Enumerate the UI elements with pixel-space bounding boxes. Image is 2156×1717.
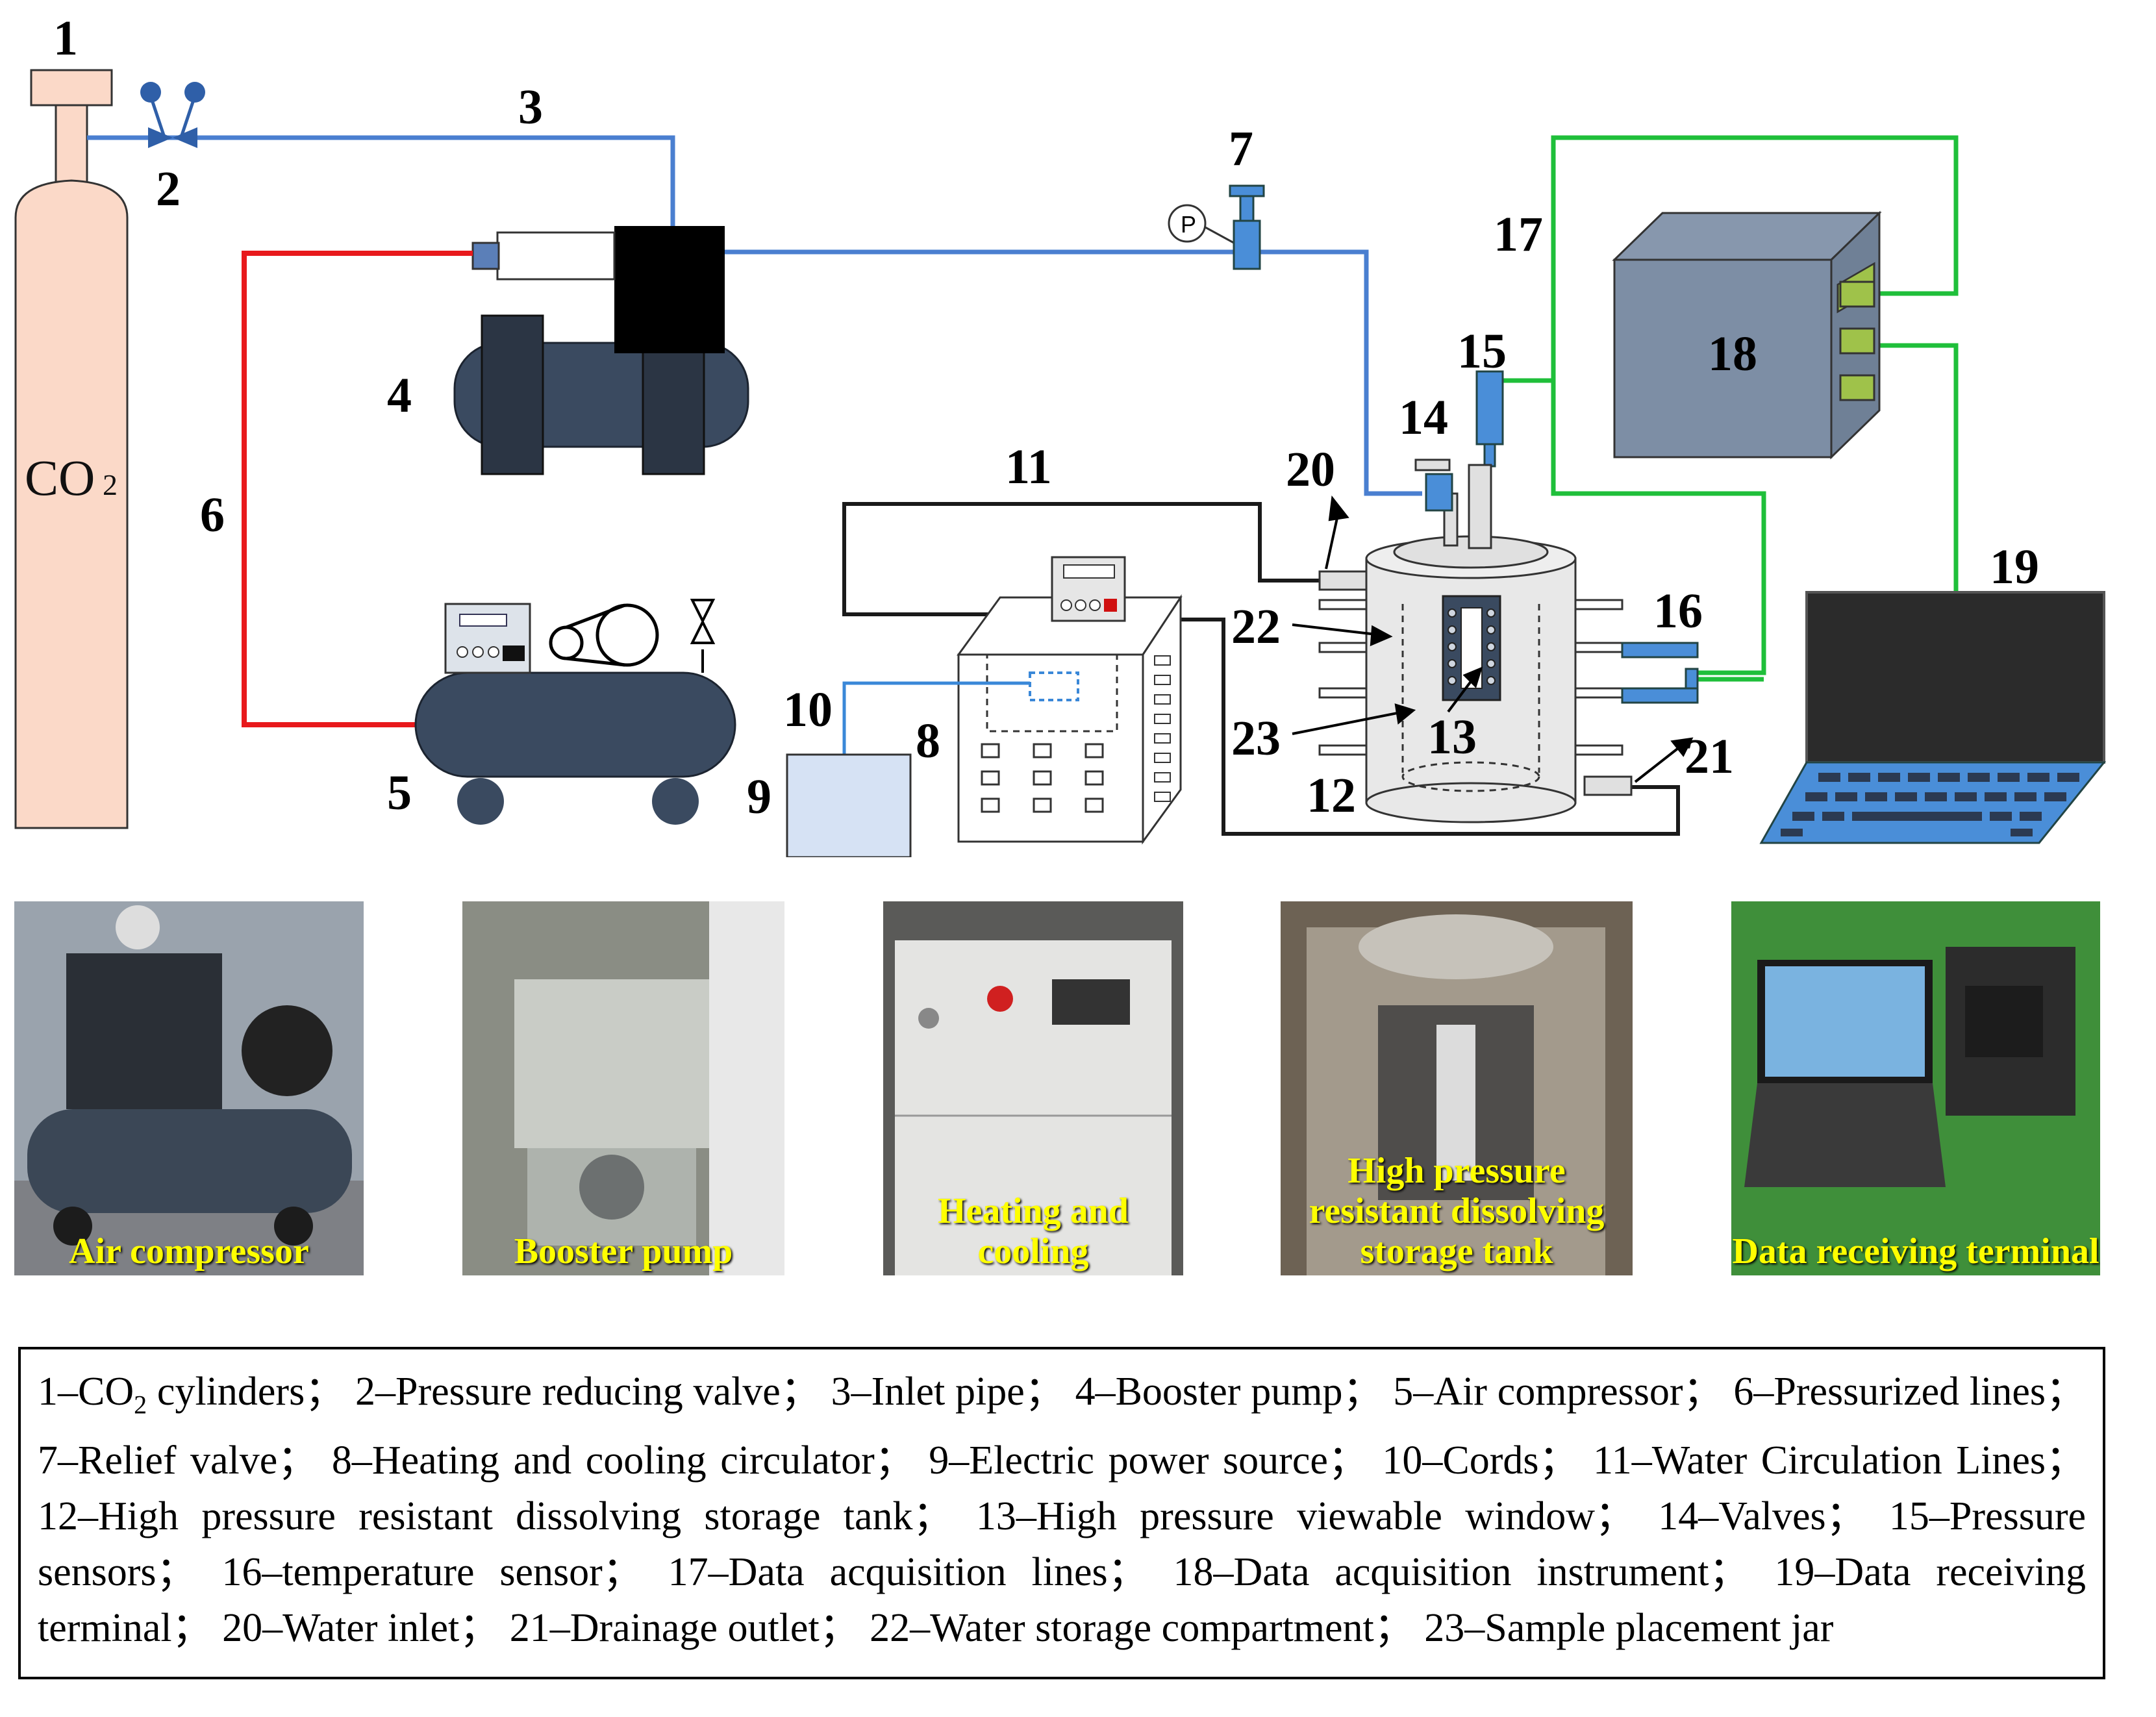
legend-item: 5–Air compressor； <box>1393 1370 1724 1414</box>
booster-outlet-pipe <box>725 249 1422 496</box>
legend-item: 7–Relief valve； <box>38 1438 318 1483</box>
legend-item: 11–Water Circulation Lines； <box>1593 1438 2087 1483</box>
legend-item: 1–CO2 cylinders； <box>38 1370 345 1420</box>
photo-heating-cooling: Heating and cooling <box>883 901 1183 1275</box>
data-acquisition-lines <box>1503 135 1959 682</box>
label-20: 20 <box>1286 442 1335 497</box>
electric-power-source <box>786 753 912 857</box>
label-23: 23 <box>1231 711 1281 766</box>
water-circulation-line-in <box>842 502 1320 616</box>
experimental-setup-schematic: CO 2 P <box>14 11 2107 857</box>
photo-air-compressor: Air compressor <box>14 901 364 1275</box>
legend-item: 21–Drainage outlet； <box>509 1606 860 1651</box>
label-13: 13 <box>1427 710 1477 764</box>
annotation-arrows <box>1292 495 1694 783</box>
legend-item: 10–Cords； <box>1382 1438 1579 1483</box>
label-16: 16 <box>1653 584 1703 638</box>
legend-item: 17–Data acquisition lines； <box>668 1550 1148 1595</box>
cylinder-label: CO <box>25 449 95 506</box>
label-8: 8 <box>916 714 940 768</box>
legend-item: 3–Inlet pipe； <box>831 1370 1065 1414</box>
label-17: 17 <box>1494 207 1543 262</box>
photo-caption: Data receiving terminal <box>1732 1231 2100 1272</box>
legend-item: 16–temperature sensor； <box>221 1550 643 1595</box>
label-3: 3 <box>518 80 543 134</box>
laptop-terminal <box>1759 591 2107 844</box>
label-11: 11 <box>1005 440 1052 494</box>
label-4: 4 <box>387 368 412 423</box>
legend-item: 8–Heating and cooling circulator； <box>331 1438 915 1483</box>
photo-caption: Booster pump <box>514 1231 733 1272</box>
photo-data-terminal: Data receiving terminal <box>1731 901 2100 1275</box>
legend-item: 6–Pressurized lines； <box>1733 1370 2087 1414</box>
legend-item: 2–Pressure reducing valve； <box>355 1370 821 1414</box>
label-1: 1 <box>53 11 78 66</box>
legend-item: 20–Water inlet； <box>222 1606 500 1651</box>
water-circulation-line-out <box>1181 618 1680 836</box>
pressurized-line <box>242 251 473 727</box>
legend-item: 23–Sample placement jar <box>1424 1606 1834 1651</box>
legend-item: 18–Data acquisition instrument； <box>1173 1550 1749 1595</box>
photo-booster-pump: Booster pump <box>462 901 784 1275</box>
photo-caption: Heating and cooling <box>937 1191 1129 1272</box>
pressure-reducing-valve <box>140 82 205 148</box>
legend-item: 14–Valves； <box>1658 1494 1866 1539</box>
photo-storage-tank: High pressure resistant dissolving stora… <box>1281 901 1633 1275</box>
legend-item: 4–Booster pump； <box>1075 1370 1383 1414</box>
label-5: 5 <box>387 766 412 820</box>
photo-caption: High pressure resistant dissolving stora… <box>1309 1151 1605 1272</box>
power-cord <box>842 681 1030 755</box>
air-compressor <box>414 599 736 825</box>
relief-valve: P <box>1168 184 1265 270</box>
legend-item: 22–Water storage compartment； <box>870 1606 1414 1651</box>
label-10: 10 <box>783 683 833 737</box>
label-6: 6 <box>200 488 225 542</box>
label-22: 22 <box>1231 599 1281 654</box>
label-21: 21 <box>1685 729 1734 784</box>
pressure-sensor <box>1475 370 1504 468</box>
legend-item: 13–High pressure viewable window； <box>975 1494 1635 1539</box>
viewable-window <box>1442 595 1501 701</box>
label-9: 9 <box>747 770 771 824</box>
co2-cylinder: CO 2 <box>14 69 129 829</box>
label-15: 15 <box>1457 324 1507 379</box>
label-14: 14 <box>1399 390 1448 445</box>
legend-item: 9–Electric power source； <box>929 1438 1368 1483</box>
legend-box: 1–CO2 cylinders； 2–Pressure reducing val… <box>18 1347 2105 1679</box>
legend-item: 12–High pressure resistant dissolving st… <box>38 1494 953 1539</box>
label-18: 18 <box>1708 327 1757 381</box>
gauge-p-text: P <box>1181 211 1196 238</box>
label-2: 2 <box>156 162 181 216</box>
label-7: 7 <box>1229 121 1253 176</box>
cylinder-label-subscript: 2 <box>103 468 118 501</box>
heating-cooling-circulator <box>957 556 1183 845</box>
label-19: 19 <box>1990 540 2039 594</box>
legend-item: 19–Data receiving terminal； <box>38 1550 2086 1651</box>
photo-caption: Air compressor <box>69 1231 309 1272</box>
data-acquisition-instrument <box>1612 210 1882 460</box>
booster-pump <box>453 226 749 475</box>
inlet-pipe <box>87 135 675 229</box>
label-12: 12 <box>1307 768 1356 823</box>
legend-item: 15–Pressure sensors； <box>38 1494 2086 1595</box>
